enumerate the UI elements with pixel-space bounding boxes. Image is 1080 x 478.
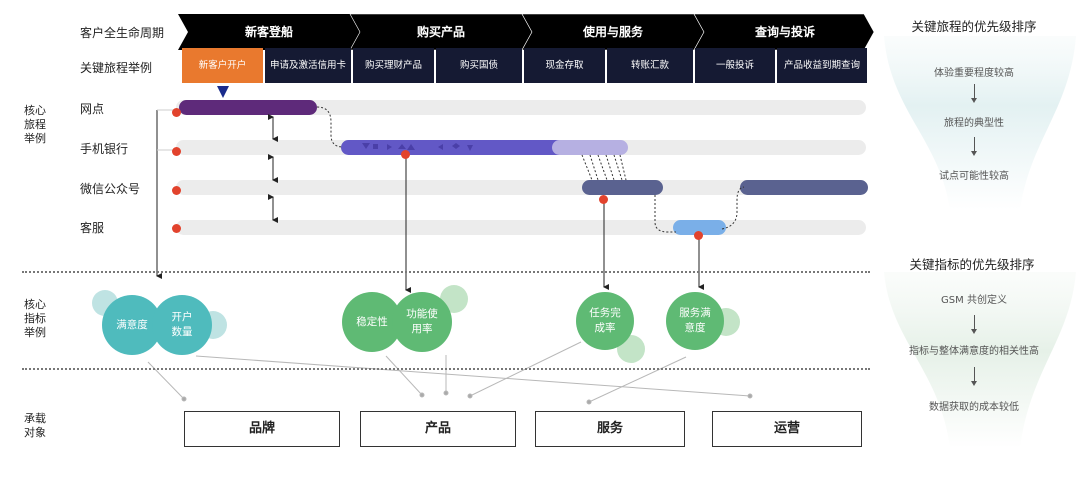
channel-label: 客服 bbox=[80, 221, 105, 235]
section-label-carriers: 承载 对象 bbox=[24, 412, 46, 439]
metric-bubble: 开户 数量 bbox=[152, 295, 212, 355]
touchpoint-dot bbox=[694, 231, 703, 240]
down-arrow-icon bbox=[971, 367, 977, 386]
chevron-stage-4 bbox=[693, 14, 875, 50]
channel-label: 手机银行 bbox=[80, 142, 129, 156]
journey-cell[interactable]: 购买理财产品 bbox=[353, 48, 434, 83]
journey-bar-branch bbox=[179, 100, 317, 115]
metric-bubble: 功能使 用率 bbox=[392, 292, 452, 352]
journey-cell[interactable]: 一般投诉 bbox=[695, 48, 775, 83]
journey-priority-step: 试点可能性较高 bbox=[939, 171, 1009, 182]
touchpoint-dot bbox=[172, 108, 181, 117]
journey-priority-title: 关键旅程的优先级排序 bbox=[911, 19, 1037, 34]
metric-bubble: 服务满 意度 bbox=[666, 292, 724, 350]
section-label-core-metrics: 核心 指标 举例 bbox=[24, 298, 46, 339]
section-divider bbox=[22, 368, 870, 370]
journey-cell[interactable]: 现金存取 bbox=[524, 48, 605, 83]
journey-priority-step: 体验重要程度较高 bbox=[934, 68, 1014, 79]
metric-bubble: 满意度 bbox=[102, 295, 162, 355]
stage-label: 使用与服务 bbox=[582, 25, 643, 39]
journey-bar-mobile-light bbox=[552, 140, 628, 155]
down-arrow-icon bbox=[971, 137, 977, 156]
carrier-box: 品牌 bbox=[184, 411, 340, 447]
journeys-row-label: 关键旅程举例 bbox=[80, 61, 153, 75]
carrier-box: 运营 bbox=[712, 411, 862, 447]
lifecycle-row-label: 客户全生命周期 bbox=[80, 26, 165, 40]
journey-bar-wechat-2 bbox=[740, 180, 868, 195]
journey-cell[interactable]: 申请及激活信用卡 bbox=[265, 48, 351, 83]
stage-label: 查询与投诉 bbox=[754, 25, 815, 39]
touchpoint-dot bbox=[401, 150, 410, 159]
channel-track bbox=[176, 100, 866, 115]
touchpoint-dot bbox=[599, 195, 608, 204]
channel-label: 网点 bbox=[80, 102, 105, 116]
funnel-backgrounds bbox=[884, 36, 1076, 448]
stage-label: 新客登船 bbox=[244, 25, 293, 39]
metric-priority-title: 关键指标的优先级排序 bbox=[909, 257, 1035, 272]
touchpoint-dot bbox=[172, 147, 181, 156]
journey-priority-step: 旅程的典型性 bbox=[944, 118, 1004, 129]
journey-bar-service bbox=[673, 220, 726, 235]
chevron-stage-1 bbox=[178, 14, 360, 50]
metric-bubble: 任务完 成率 bbox=[576, 292, 634, 350]
chevron-stage-2 bbox=[349, 14, 533, 50]
metric-priority-step: 指标与整体满意度的相关性高 bbox=[909, 346, 1039, 357]
chevron-stage-3 bbox=[521, 14, 705, 50]
start-marker-icon bbox=[217, 86, 229, 98]
touchpoint-dot bbox=[172, 186, 181, 195]
section-label-core-journey: 核心 旅程 举例 bbox=[24, 104, 46, 145]
section-divider bbox=[22, 271, 870, 273]
journey-cell[interactable]: 转账汇款 bbox=[607, 48, 693, 83]
stage-label: 购买产品 bbox=[416, 25, 465, 39]
journey-funnel-shape bbox=[884, 36, 1076, 210]
journey-cell[interactable]: 购买国债 bbox=[436, 48, 522, 83]
carrier-box: 服务 bbox=[535, 411, 685, 447]
channel-label: 微信公众号 bbox=[80, 182, 141, 196]
down-arrow-icon bbox=[971, 84, 977, 103]
lifecycle-chevrons bbox=[178, 14, 875, 50]
journey-bar-wechat-1 bbox=[582, 180, 663, 195]
metric-bubble: 稳定性 bbox=[342, 292, 402, 352]
channel-track bbox=[176, 180, 866, 195]
journey-cell[interactable]: 产品收益到期查询 bbox=[777, 48, 867, 83]
carrier-box: 产品 bbox=[360, 411, 516, 447]
metric-funnel-shape bbox=[884, 272, 1076, 448]
metric-priority-step: 数据获取的成本较低 bbox=[929, 402, 1019, 413]
metric-priority-step: GSM 共创定义 bbox=[941, 295, 1007, 306]
down-arrow-icon bbox=[971, 315, 977, 334]
touchpoint-dot bbox=[172, 224, 181, 233]
journey-cell[interactable]: 新客户开户 bbox=[182, 48, 263, 83]
